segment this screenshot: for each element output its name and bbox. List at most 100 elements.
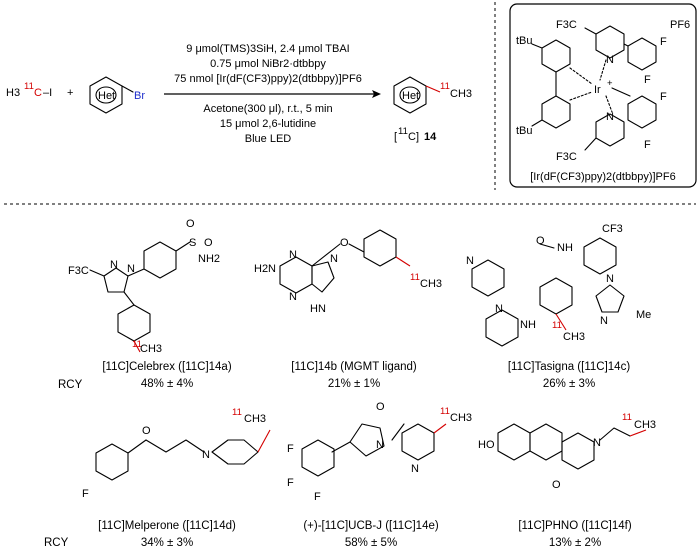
het-circle [95,86,117,104]
ring-14e-trifluoro [301,439,335,477]
compound-14a-name: [11C]Celebrex ([11C]14a) [102,361,232,373]
compound-14a-rcy: 48% ± 4% [141,378,193,390]
conditions-below: Acetone(300 μl), r.t., 5 min 15 μmol 2,6… [203,103,332,145]
n-top: N [606,54,614,66]
iridium-charge: + [607,78,613,89]
ppy-bottom-arene [627,95,657,129]
svg-text:O: O [204,237,213,249]
svg-text:11: 11 [440,406,450,417]
carbon-11-text: C [34,87,42,99]
structure-14c: CF3 NH O 11 CH3 NH N N N N Me [466,223,651,347]
svg-text:11: 11 [552,320,562,331]
svg-text:O: O [376,401,385,413]
purine-5ring [311,261,335,293]
svg-text:11: 11 [410,272,420,283]
svg-text:NH: NH [557,242,573,254]
structure-14d: F O N 11 CH3 [82,407,271,500]
svg-text:S: S [189,237,196,249]
svg-text:F3C: F3C [68,265,89,277]
catalyst-box: F3C N F F PF6 tBu tBu Ir + F3C N F F [Ir… [509,3,697,188]
imidazole-14c [595,284,625,313]
c11-bond [425,85,441,93]
svg-text:O: O [536,235,545,247]
ppy-top-arene [627,37,657,71]
structure-14b: H2N N N N HN O 11 CH3 [254,229,442,315]
ring-14c-pyrimidine [485,309,519,347]
isotope-label: 11 [24,81,34,92]
svg-text:N: N [127,263,135,275]
ring-14c-center [539,277,573,315]
condition-line-6: Blue LED [245,133,292,145]
svg-text:O: O [340,237,349,249]
f-bottom-1: F [660,91,667,103]
svg-text:NH: NH [520,319,536,331]
rcy-label-row-2: RCY [44,537,69,549]
ring-14f-cyclohexane [529,423,563,461]
svg-text:O: O [142,425,151,437]
svg-text:N: N [495,303,503,315]
svg-text:N: N [466,255,474,267]
svg-text:N: N [376,439,384,451]
svg-text:N: N [606,273,614,285]
product-het-label: Het [402,90,419,102]
svg-text:O: O [186,218,195,230]
svg-text:N: N [289,291,297,303]
compound-14d-name: [11C]Melperone ([11C]14d) [98,520,236,532]
pyrrolidinone-14e [349,423,385,457]
svg-text:11: 11 [232,407,242,418]
compound-14c-name: [11C]Tasigna ([11C]14c) [508,361,630,373]
product-label-number: 14 [424,131,437,143]
condition-line-3: 75 nmol [Ir(dF(CF3)ppy)2(dtbbpy)]PF6 [174,73,362,85]
svg-text:H2N: H2N [254,263,276,275]
conditions-above: 9 μmol(TMS)3SiH, 2.4 μmol TBAI 0.75 μmol… [174,43,362,85]
svg-text:F: F [287,477,294,489]
svg-text:CH3: CH3 [450,412,472,424]
svg-text:CH3: CH3 [140,343,162,355]
svg-text:N: N [202,449,210,461]
ring-14c-right [583,237,617,275]
piperidine-14d [211,439,259,465]
product-label-iso: 11 [398,126,408,137]
compound-14c-rcy: 26% ± 3% [543,378,595,390]
svg-text:11: 11 [132,339,142,350]
svg-text:HN: HN [310,303,326,315]
svg-text:N: N [411,463,419,475]
tbu-bottom: tBu [516,125,533,137]
ring-14f-phenol [497,423,531,461]
product-ch3: CH3 [450,88,472,100]
bpy-ring-2 [541,95,571,129]
n-bottom: N [606,111,614,123]
catalyst-caption: [Ir(dF(CF3)ppy)2(dtbbpy)]PF6 [530,171,675,183]
compound-14f-rcy: 13% ± 2% [549,537,601,549]
cf3-bottom: F3C [556,151,577,163]
svg-text:N: N [110,259,118,271]
svg-text:F: F [82,488,89,500]
svg-text:NH2: NH2 [198,253,220,265]
condition-line-4: Acetone(300 μl), r.t., 5 min [203,103,332,115]
compound-14b-name: [11C]14b (MGMT ligand) [291,361,417,373]
c-br-bond [121,85,134,93]
svg-text:CH3: CH3 [420,278,442,290]
svg-text:CH3: CH3 [244,413,266,425]
f-top-1: F [660,36,667,48]
svg-text:N: N [289,249,297,261]
ring-14f-oxazine [561,432,595,470]
f-top-2: F [644,74,651,86]
ring-14e-pyridine [401,423,435,461]
reaction-arrowhead [372,90,381,98]
product-het-circle [399,86,421,104]
compound-14f-name: [11C]PHNO ([11C]14f) [518,520,632,532]
product-label-open: [ [394,131,397,143]
condition-line-1: 9 μmol(TMS)3SiH, 2.4 μmol TBAI [186,43,349,55]
ppy-bottom-pyridine [595,113,625,147]
h3-text: H3 [6,87,20,99]
aryl-bromide: Het Br [89,76,145,114]
compound-14d-rcy: 34% ± 3% [141,537,193,549]
compound-14e-name: (+)-[11C]UCB-J ([11C]14e) [303,520,439,532]
cf3-top: F3C [556,19,577,31]
bromine-label: Br [134,90,145,102]
pyrazole-14a [103,267,129,293]
rcy-label-row-1: RCY [58,379,83,391]
svg-text:11: 11 [622,412,632,423]
pf6-text: PF6 [670,19,690,31]
